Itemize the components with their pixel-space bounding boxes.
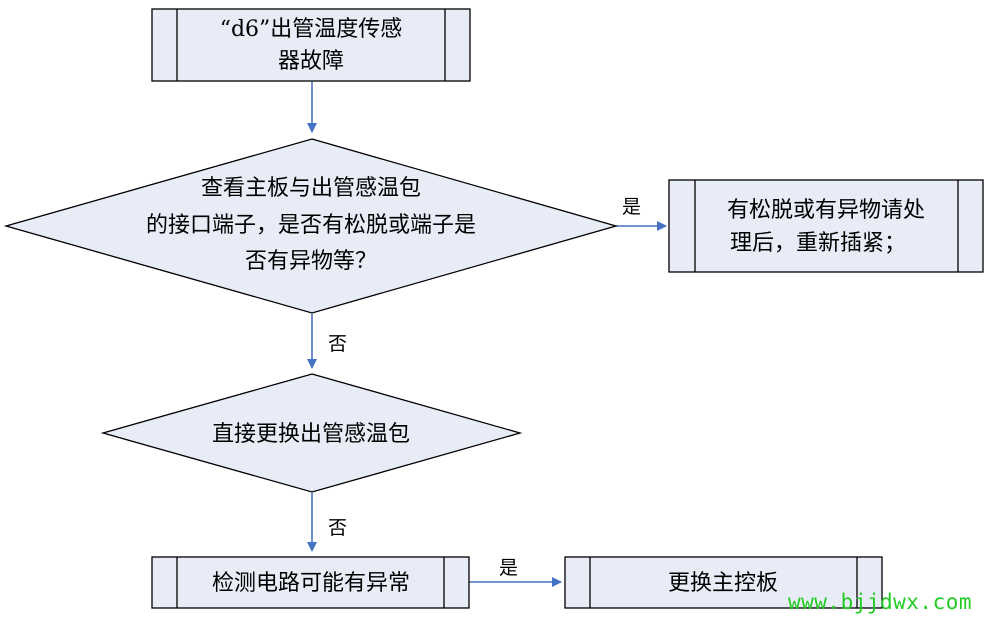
replace-board-text: 更换主控板 xyxy=(668,571,778,596)
process-box-check-circuit: 检测电路可能有异常 xyxy=(151,556,470,609)
edges xyxy=(307,82,667,587)
check-circuit-text: 检测电路可能有异常 xyxy=(212,571,410,596)
fix-terminals-line-1: 有松脱或有异物请处 xyxy=(727,198,925,223)
fault-title-line-1: “d6”出管温度传感 xyxy=(220,17,403,42)
fault-title-line-2: 器故障 xyxy=(278,49,344,74)
watermark-text: www.bjjdwx.com xyxy=(788,590,973,614)
check-terminals-line-2: 的接口端子，是否有松脱或端子是 xyxy=(146,213,476,238)
edge-label-check-yes: 是 xyxy=(622,196,641,218)
process-box-fault: “d6”出管温度传感 器故障 xyxy=(151,8,471,82)
edge-label-circuit-yes: 是 xyxy=(499,557,518,579)
edge-label-check-no: 否 xyxy=(328,333,347,355)
check-terminals-line-1: 查看主板与出管感温包 xyxy=(201,176,421,201)
replace-sensor-text: 直接更换出管感温包 xyxy=(212,422,410,447)
process-box-fix-terminals: 有松脱或有异物请处 理后，重新插紧； xyxy=(668,179,984,273)
process-box-replace-board: 更换主控板 xyxy=(564,556,883,609)
decision-replace-sensor: 直接更换出管感温包 xyxy=(100,373,523,493)
edge-label-replace-no: 否 xyxy=(328,517,347,539)
check-terminals-line-3: 否有异物等？ xyxy=(245,249,377,274)
fix-terminals-line-2: 理后，重新插紧； xyxy=(730,231,906,256)
decision-check-terminals: 查看主板与出管感温包 的接口端子，是否有松脱或端子是 否有异物等？ xyxy=(3,138,619,314)
